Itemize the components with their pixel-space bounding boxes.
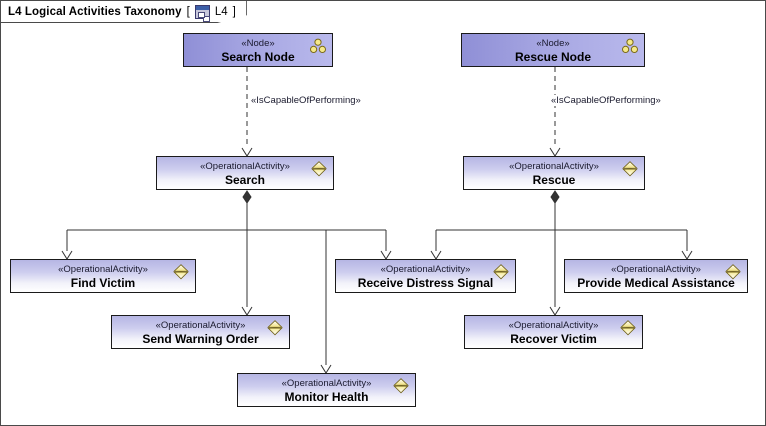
bracket-close: ] xyxy=(232,5,236,18)
activity-name: Find Victim xyxy=(70,275,136,290)
activity-find-victim[interactable]: «OperationalActivity» Find Victim xyxy=(10,259,198,295)
activity-icon xyxy=(493,264,509,280)
activity-name: Recover Victim xyxy=(510,331,597,346)
stereotype-label: «OperationalActivity» xyxy=(281,377,372,389)
activity-icon xyxy=(393,378,409,394)
stereotype-label: «OperationalActivity» xyxy=(611,263,701,275)
stereotype-label: «OperationalActivity» xyxy=(509,160,599,172)
activity-name: Provide Medical Assistance xyxy=(577,275,735,290)
stereotype-label: «OperationalActivity» xyxy=(508,319,599,331)
activity-name: Monitor Health xyxy=(284,389,369,404)
activity-name: Search xyxy=(224,172,266,187)
activity-search[interactable]: «OperationalActivity» Search xyxy=(156,156,336,192)
node-icon xyxy=(622,38,638,53)
activity-rescue[interactable]: «OperationalActivity» Rescue xyxy=(463,156,647,192)
stereotype-label: «Node» xyxy=(536,37,570,49)
activity-icon xyxy=(173,264,189,280)
edge-label-rescue-iscapableofperforming: «IsCapableOfPerforming» xyxy=(549,95,663,106)
node-search-node[interactable]: «Node» Search Node xyxy=(183,33,335,69)
activity-monitor-health[interactable]: «OperationalActivity» Monitor Health xyxy=(237,373,418,409)
dependency-rescue-node-to-rescue xyxy=(549,67,561,157)
stereotype-label: «OperationalActivity» xyxy=(58,263,148,275)
edge-label-search-iscapableofperforming: «IsCapableOfPerforming» xyxy=(249,95,363,106)
activity-icon xyxy=(622,161,638,177)
activity-icon xyxy=(620,320,636,336)
activity-icon xyxy=(311,161,327,177)
dependency-search-node-to-search xyxy=(241,67,253,157)
node-name: Search Node xyxy=(221,49,295,64)
node-rescue-node[interactable]: «Node» Rescue Node xyxy=(461,33,647,69)
node-name: Rescue Node xyxy=(514,49,592,64)
node-icon xyxy=(310,38,326,53)
activity-name: Receive Distress Signal xyxy=(357,275,494,290)
activity-send-warning-order[interactable]: «OperationalActivity» Send Warning Order xyxy=(111,315,292,351)
activity-icon xyxy=(725,264,741,280)
diagram-title-tab[interactable]: L4 Logical Activities Taxonomy [ L4 ] xyxy=(1,1,247,23)
page-title: L4 Logical Activities Taxonomy xyxy=(8,5,182,18)
activity-receive-distress-signal[interactable]: «OperationalActivity» Receive Distress S… xyxy=(335,259,518,295)
activity-icon xyxy=(267,320,283,336)
activity-provide-medical-assistance[interactable]: «OperationalActivity» Provide Medical As… xyxy=(564,259,750,295)
diagram-icon xyxy=(194,4,210,19)
stereotype-label: «OperationalActivity» xyxy=(380,263,471,275)
bracket-open: [ xyxy=(186,5,190,18)
composition-rescue-tree xyxy=(430,190,693,316)
activity-name: Send Warning Order xyxy=(142,331,259,346)
activity-recover-victim[interactable]: «OperationalActivity» Recover Victim xyxy=(464,315,645,351)
stereotype-label: «Node» xyxy=(241,37,275,49)
stereotype-label: «OperationalActivity» xyxy=(200,160,290,172)
diagram-level-label: L4 xyxy=(214,5,228,18)
stereotype-label: «OperationalActivity» xyxy=(155,319,246,331)
activity-name: Rescue xyxy=(532,172,576,187)
